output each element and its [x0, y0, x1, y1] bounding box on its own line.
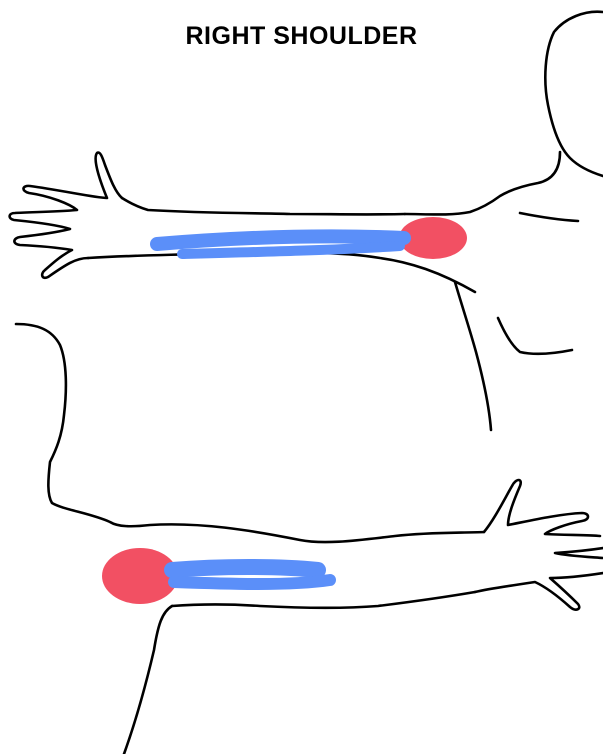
- top-figure: [10, 12, 603, 430]
- blue-marker-upper-arm-lower: [174, 580, 330, 584]
- torso-line: [520, 213, 578, 221]
- shoulder-outline: [405, 152, 560, 215]
- top-hand-outline: [10, 153, 122, 278]
- top-arm-lower-edge: [88, 253, 475, 292]
- bottom-head-shoulder-outline: [16, 324, 484, 542]
- top-torso-side: [455, 282, 491, 430]
- blue-marker-upper-arm: [172, 567, 318, 570]
- red-marker-shoulder-bottom: [102, 548, 178, 604]
- head-outline: [545, 12, 603, 176]
- bottom-arm-lower-edge: [172, 592, 475, 608]
- blue-marker-forearm-lower: [182, 246, 400, 254]
- armpit-outline: [498, 318, 572, 354]
- bottom-figure: [16, 324, 603, 754]
- bottom-torso-side: [124, 606, 172, 754]
- bottom-hand-outline: [475, 480, 603, 610]
- top-arm-upper-edge: [122, 198, 405, 214]
